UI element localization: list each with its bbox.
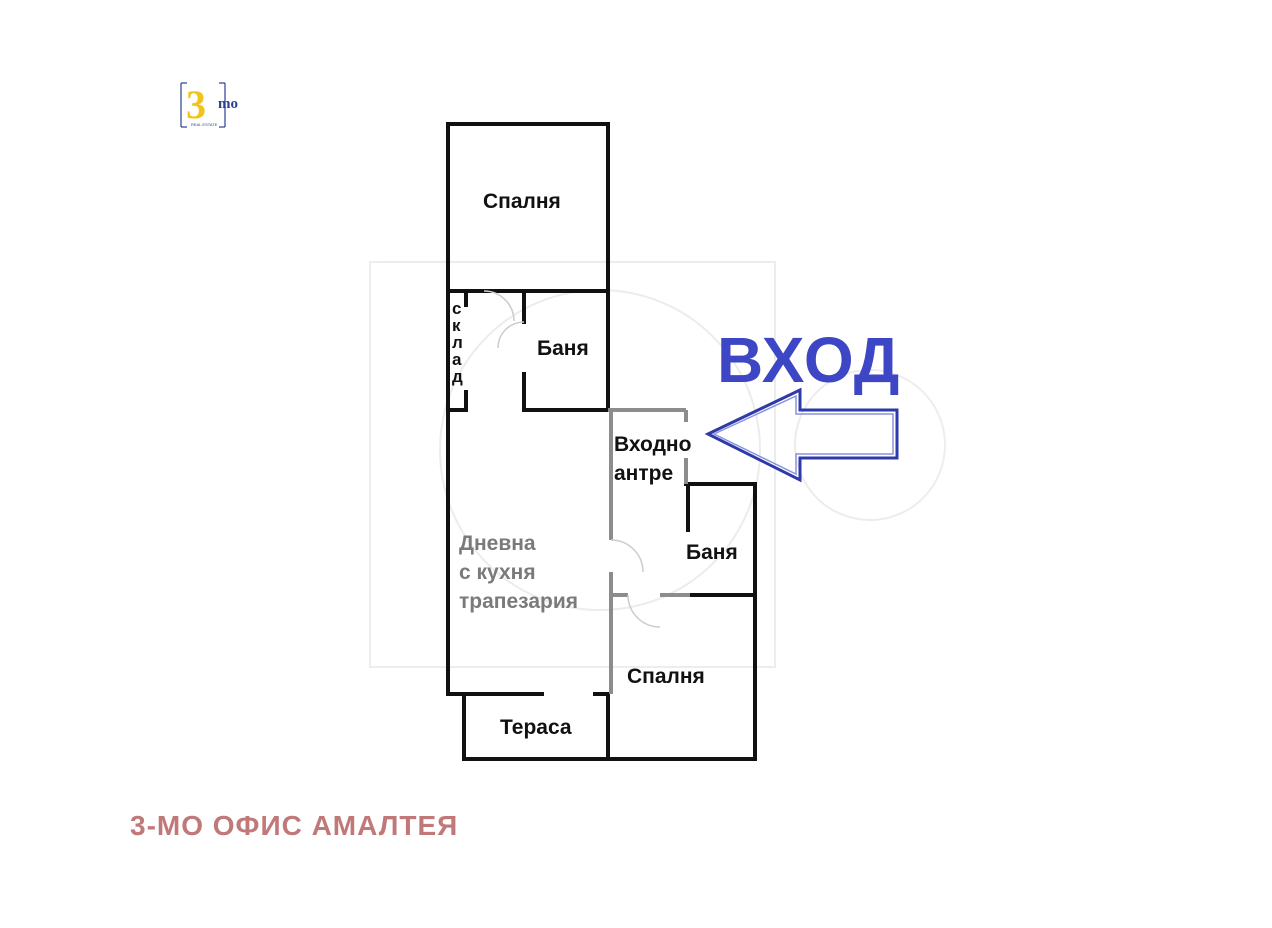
room-label-entry-hall-line2: антре (614, 462, 674, 485)
room-label-terrace: Тераса (500, 716, 572, 739)
walls (446, 122, 757, 761)
logo-suffix: mo (218, 96, 238, 112)
storage-letter: л (452, 333, 463, 352)
room-label-living-line3: трапезария (459, 590, 578, 613)
room-label-living-line1: Дневна (459, 532, 536, 555)
partitions (608, 408, 690, 694)
room-label-bedroom-top: Спалня (483, 190, 561, 213)
room-label-bedroom-bottom: Спалня (627, 665, 705, 688)
company-logo: 3 mo REAL ESTATE (180, 82, 238, 128)
storage-letter: д (452, 367, 463, 386)
logo-mark: 3 (186, 82, 206, 127)
room-label-bathroom-right: Баня (686, 541, 738, 564)
room-label-bathroom-top: Баня (537, 337, 589, 360)
door-swings (483, 290, 661, 628)
storage-letter: а (452, 350, 462, 369)
entrance-label: ВХОД (717, 324, 901, 396)
storage-letter: с (452, 299, 462, 318)
room-label-storage: с к л а д (452, 300, 464, 385)
office-name: 3-МО ОФИС АМАЛТЕЯ (130, 810, 459, 841)
room-label-entry-hall-line1: Входно (614, 433, 692, 456)
logo-tagline: REAL ESTATE (191, 122, 218, 127)
storage-letter: к (452, 316, 461, 335)
entrance-arrow-icon (704, 387, 899, 483)
room-label-living-line2: с кухня (459, 561, 536, 584)
